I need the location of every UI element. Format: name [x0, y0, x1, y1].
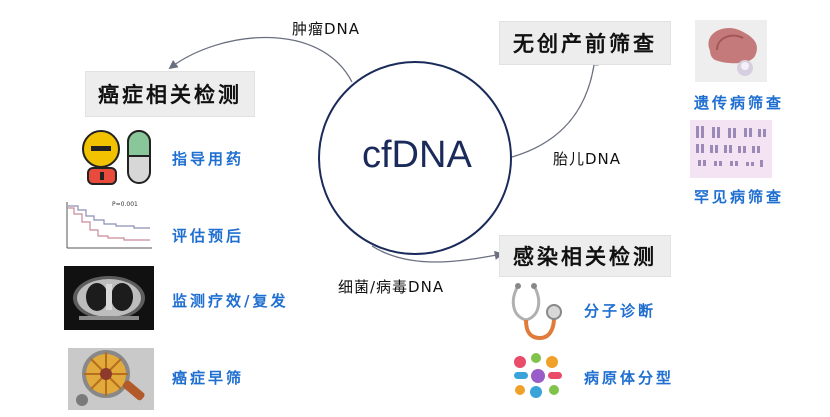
cancer-item-prognosis: 评估预后: [172, 227, 245, 245]
fetal-dna-label: 胎儿DNA: [553, 150, 622, 168]
cancer-item-guide-medication: 指导用药: [172, 150, 245, 168]
cancer-testing-title: 癌症相关检测: [86, 72, 254, 116]
early-screening-image: [68, 342, 154, 412]
pathogen-dna-label: 细菌/病毒DNA: [338, 278, 445, 296]
pills-image: [80, 128, 152, 186]
prenatal-item-rare-disease-screening: 罕见病筛查: [694, 188, 785, 206]
cancer-item-monitor-efficacy: 监测疗效/复发: [172, 292, 289, 310]
ct-scan-image: [64, 266, 154, 330]
tumor-dna-label: 肿瘤DNA: [292, 20, 361, 38]
infection-testing-title: 感染相关检测: [500, 236, 670, 276]
km-pvalue: P=0.001: [112, 201, 138, 208]
karyotype-image: [690, 120, 772, 178]
prenatal-item-genetic-screening: 遗传病筛查: [694, 94, 785, 112]
infection-item-molecular-diagnosis: 分子诊断: [584, 302, 657, 320]
tumor-arrow: [168, 36, 353, 83]
cfdna-circle: [318, 61, 512, 255]
pathogens-image: [508, 350, 568, 402]
stethoscope-image: [500, 280, 566, 342]
fetal-arrow: [511, 56, 599, 158]
cfdna-label: cfDNA: [362, 134, 472, 176]
infection-item-pathogen-typing: 病原体分型: [584, 369, 675, 387]
embryo-image: [695, 20, 767, 82]
cancer-item-early-screening: 癌症早筛: [172, 369, 245, 387]
pathogen-arrow: [371, 245, 504, 263]
prenatal-screening-title: 无创产前筛查: [500, 22, 670, 64]
survival-curve-image: P=0.001: [64, 200, 154, 252]
